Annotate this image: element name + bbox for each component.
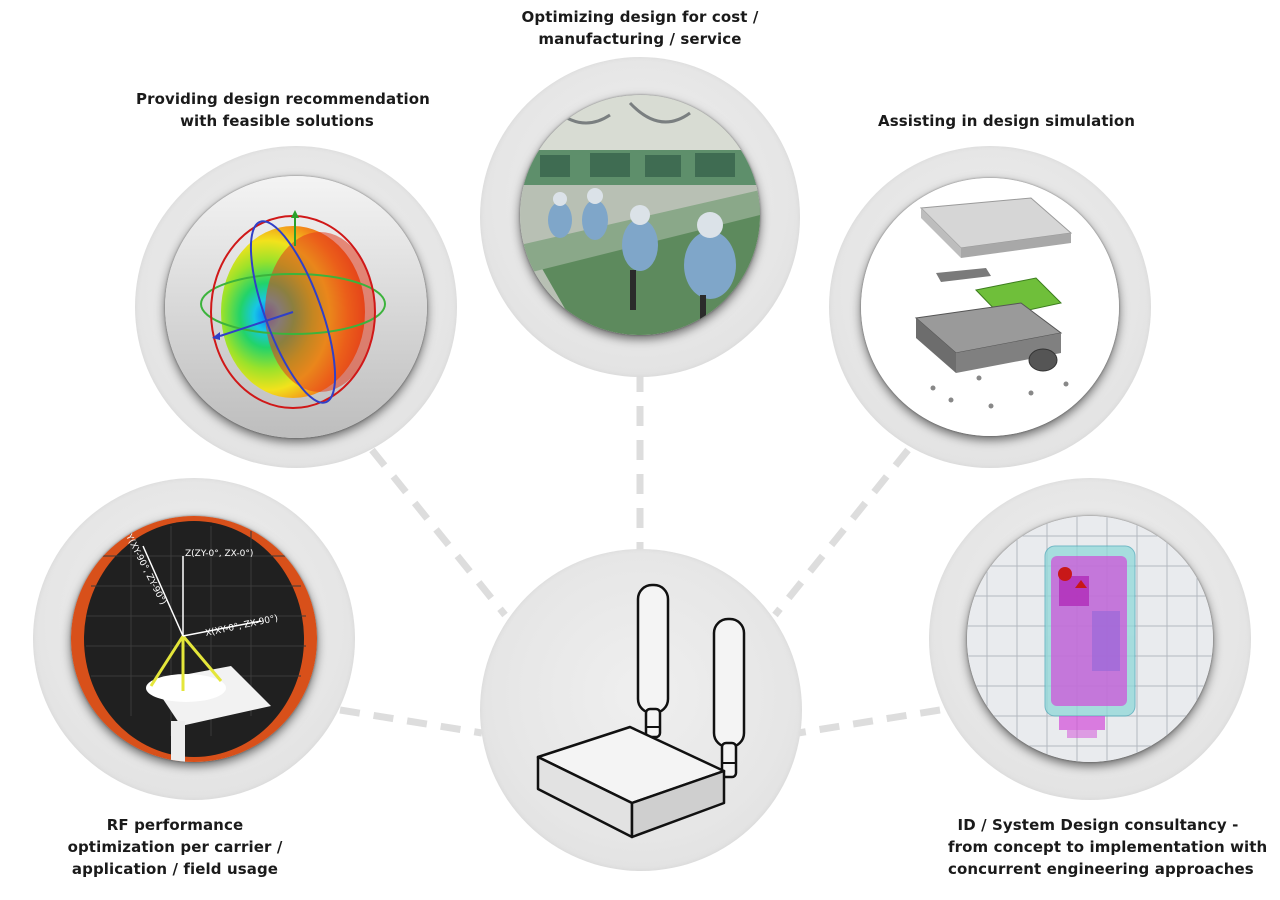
exploded-assembly-image <box>861 178 1119 436</box>
label-line: Optimizing design for cost / <box>521 8 759 26</box>
label-line: manufacturing / service <box>538 30 742 48</box>
wireless-router-icon <box>536 583 746 839</box>
label-line: concurrent engineering approaches <box>948 860 1254 878</box>
node-design-optimization <box>480 57 800 377</box>
label-line: Providing design recommendation <box>136 90 430 108</box>
connector-top-right <box>772 447 911 618</box>
label-line: ID / System Design consultancy - <box>957 816 1239 834</box>
axis-label-z: Z(ZY-0°, ZX-0°) <box>185 549 253 559</box>
label-line: RF performance <box>106 816 244 834</box>
connector-top-left <box>369 447 508 618</box>
node-design-recommendation <box>135 146 457 468</box>
label-design-optimization: Optimizing design for cost / manufacturi… <box>507 6 773 50</box>
node-design-simulation <box>829 146 1151 468</box>
label-line: from concept to implementation with <box>948 838 1268 856</box>
label-line: Assisting in design simulation <box>878 112 1136 130</box>
label-line: application / field usage <box>71 860 279 878</box>
label-design-recommendation: Providing design recommendation with fea… <box>136 88 430 132</box>
label-design-simulation: Assisting in design simulation <box>878 110 1136 132</box>
connector-left <box>339 706 483 737</box>
xray-simulation-image <box>967 516 1213 762</box>
label-rf-optimization: RF performance optimization per carrier … <box>60 814 290 880</box>
label-line: with feasible solutions <box>180 112 374 130</box>
label-line: optimization per carrier / <box>67 838 283 856</box>
connector-right <box>797 706 941 737</box>
factory-photo <box>520 95 760 335</box>
radiation-pattern-image <box>165 176 427 438</box>
label-system-design: ID / System Design consultancy - from co… <box>948 814 1268 880</box>
node-system-design <box>929 478 1251 800</box>
node-rf-optimization: Y(XY-90°, ZY-90°) Z(ZY-0°, ZX-0°) X(XY-0… <box>33 478 355 800</box>
anechoic-chamber-image: Y(XY-90°, ZY-90°) Z(ZY-0°, ZX-0°) X(XY-0… <box>71 516 317 762</box>
node-center-router <box>480 549 802 871</box>
